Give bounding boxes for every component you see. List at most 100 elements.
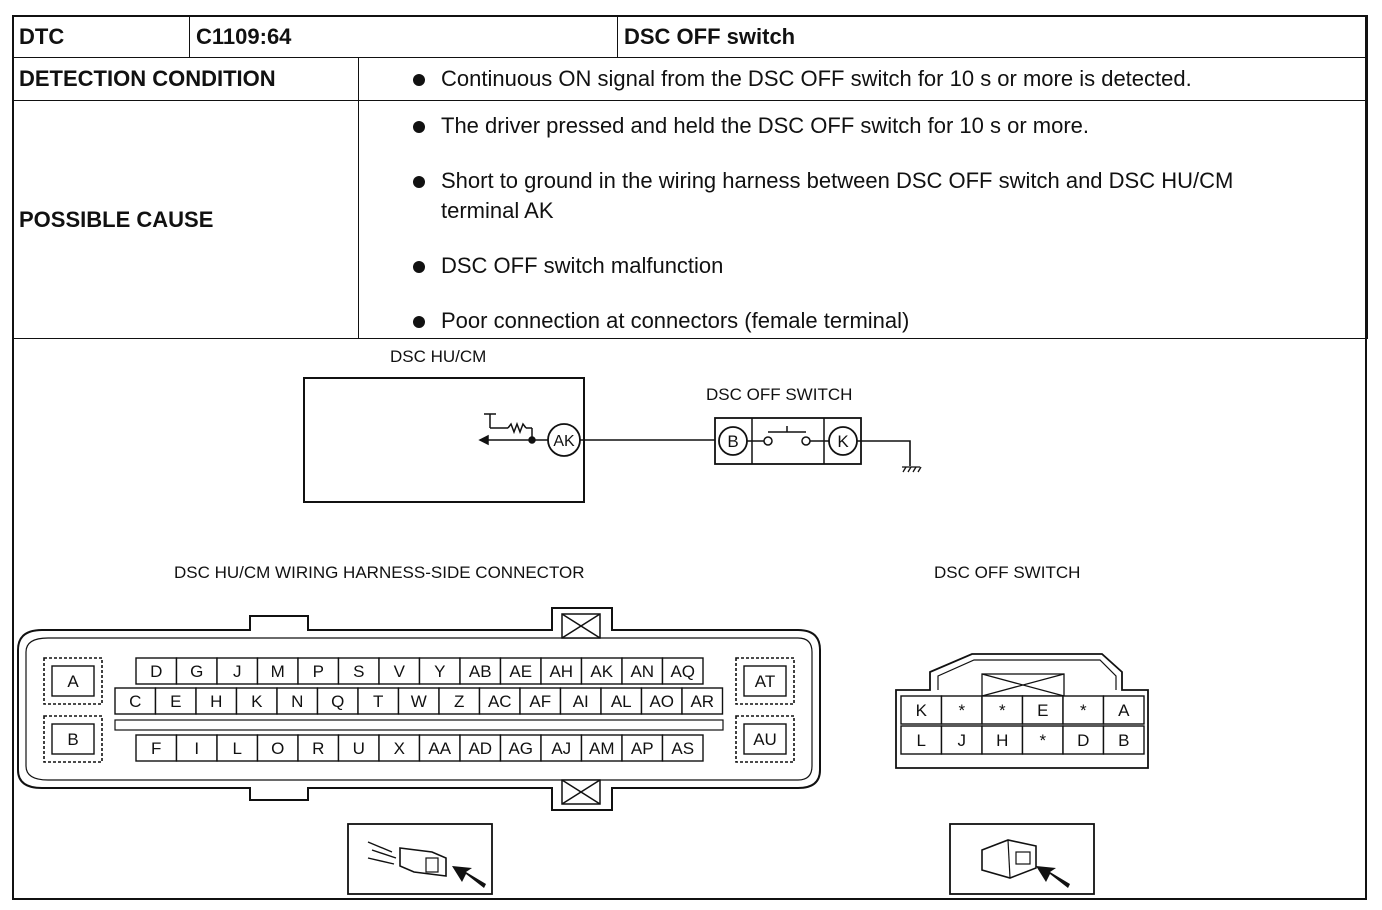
side-pin-frame: [43, 715, 103, 763]
side-pin-frame: [735, 715, 795, 763]
side-pin-cell: [743, 665, 787, 697]
dtc-header-row: DTC C1109:64 DSC OFF switch: [12, 15, 1368, 58]
harness-pin-cell: [256, 734, 299, 762]
harness-side-view-icon: [347, 823, 493, 895]
harness-pin-label: AE: [509, 662, 532, 681]
harness-pin-label: AM: [589, 739, 615, 758]
cause-item: The driver pressed and held the DSC OFF …: [365, 111, 1361, 141]
switch-pin-label: B: [1118, 731, 1129, 750]
harness-pin-label: AA: [428, 739, 451, 758]
harness-pin-label: AC: [488, 692, 512, 711]
side-pin-frame: [735, 657, 795, 705]
switch-pin-cell: [900, 695, 943, 725]
switch-pin-label: D: [1077, 731, 1089, 750]
harness-pin-label: AG: [508, 739, 533, 758]
harness-pin-label: I: [194, 739, 199, 758]
switch-pin-label: *: [1080, 701, 1087, 720]
harness-pin-label: Q: [331, 692, 344, 711]
harness-pin-cell: [216, 734, 259, 762]
harness-pin-label: L: [233, 739, 242, 758]
unit-label: DSC HU/CM: [390, 347, 486, 366]
harness-pin-label: S: [353, 662, 364, 681]
harness-pin-cell: [418, 734, 461, 762]
ground-wire: [857, 440, 911, 466]
harness-pin-label: AH: [549, 662, 573, 681]
switch-pin-cell: [940, 725, 983, 755]
switch-pin-cell: [1102, 695, 1145, 725]
page-frame: [12, 15, 1367, 900]
detection-item: Continuous ON signal from the DSC OFF sw…: [365, 64, 1361, 94]
harness-pin-label: F: [151, 739, 161, 758]
switch-pin-label: E: [1037, 701, 1048, 720]
harness-pin-label: Z: [454, 692, 464, 711]
harness-pin-cell: [418, 657, 461, 685]
harness-pin-cell: [661, 657, 704, 685]
harness-pin-label: AJ: [551, 739, 571, 758]
harness-pin-label: C: [129, 692, 141, 711]
side-pin-label: AT: [755, 672, 775, 691]
wiring-diagram: DSC HU/CM AK DSC OFF SWITCH B K: [17, 347, 1149, 895]
harness-pin-label: E: [170, 692, 181, 711]
harness-pin-cell: [661, 734, 704, 762]
switch-pin-label: A: [1118, 701, 1130, 720]
harness-pin-cell: [135, 657, 178, 685]
switch-contact-icon: [747, 426, 829, 446]
harness-pin-label: X: [394, 739, 405, 758]
dtc-code: C1109:64: [189, 15, 618, 58]
harness-pin-label: T: [373, 692, 383, 711]
harness-pin-label: M: [271, 662, 285, 681]
harness-pin-label: AO: [649, 692, 674, 711]
harness-pin-label: AF: [529, 692, 551, 711]
wiring-diagram-area: DSC HU/CM AK DSC OFF SWITCH B K: [12, 338, 1367, 900]
dtc-name: DSC OFF switch: [617, 15, 1368, 58]
side-pin-label: AU: [753, 730, 777, 749]
harness-pin-label: H: [210, 692, 222, 711]
switch-connector-label: DSC OFF SWITCH: [934, 563, 1080, 582]
switch-pin-label: H: [996, 731, 1008, 750]
harness-pin-cell: [459, 734, 502, 762]
side-pin-cell: [51, 723, 95, 755]
harness-pin-cell: [276, 687, 319, 715]
harness-pin-cell: [580, 734, 623, 762]
cause-row: POSSIBLE CAUSE The driver pressed and he…: [12, 100, 1368, 339]
harness-pin-label: W: [411, 692, 427, 711]
harness-pin-cell: [621, 657, 664, 685]
harness-pin-cell: [519, 687, 562, 715]
harness-pin-label: AK: [590, 662, 613, 681]
unit-terminal-label: AK: [553, 433, 575, 450]
dtc-label: DTC: [12, 15, 190, 58]
pullup-resistor-icon: [478, 413, 548, 446]
harness-connector-label: DSC HU/CM WIRING HARNESS-SIDE CONNECTOR: [174, 563, 585, 582]
side-pin-cell: [743, 723, 787, 755]
harness-pin-label: AB: [469, 662, 492, 681]
switch-connector-lock-icon: [981, 673, 1065, 697]
side-pin-cell: [51, 665, 95, 697]
cause-item: Short to ground in the wiring harness be…: [365, 166, 1361, 226]
harness-pin-cell: [580, 657, 623, 685]
ground-icon: [902, 466, 922, 473]
switch-pin-label: *: [999, 701, 1006, 720]
switch-pin-cell: [1062, 695, 1105, 725]
switch-pin-cell: [1102, 725, 1145, 755]
harness-pin-label: P: [313, 662, 324, 681]
harness-pin-label: U: [353, 739, 365, 758]
switch-pin-label: *: [1039, 731, 1046, 750]
dtc-table: DTC C1109:64 DSC OFF switch DETECTION CO…: [12, 15, 1368, 339]
switch-pin-label: K: [916, 701, 928, 720]
switch-terminal-k-label: K: [837, 432, 849, 451]
cause-item: Poor connection at connectors (female te…: [365, 306, 1361, 336]
harness-pin-label: AR: [690, 692, 714, 711]
switch-terminal-b-label: B: [727, 432, 738, 451]
harness-pin-label: O: [271, 739, 284, 758]
connector-lock-icon: [561, 613, 601, 805]
switch-pin-cell: [1021, 725, 1064, 755]
harness-pin-cell: [297, 734, 340, 762]
cause-item: DSC OFF switch malfunction: [365, 251, 1361, 281]
harness-pin-label: AP: [631, 739, 654, 758]
harness-pin-label: K: [251, 692, 263, 711]
switch-pin-label: L: [917, 731, 926, 750]
harness-pin-label: J: [233, 662, 242, 681]
harness-pin-label: Y: [434, 662, 445, 681]
harness-pin-label: AS: [671, 739, 694, 758]
